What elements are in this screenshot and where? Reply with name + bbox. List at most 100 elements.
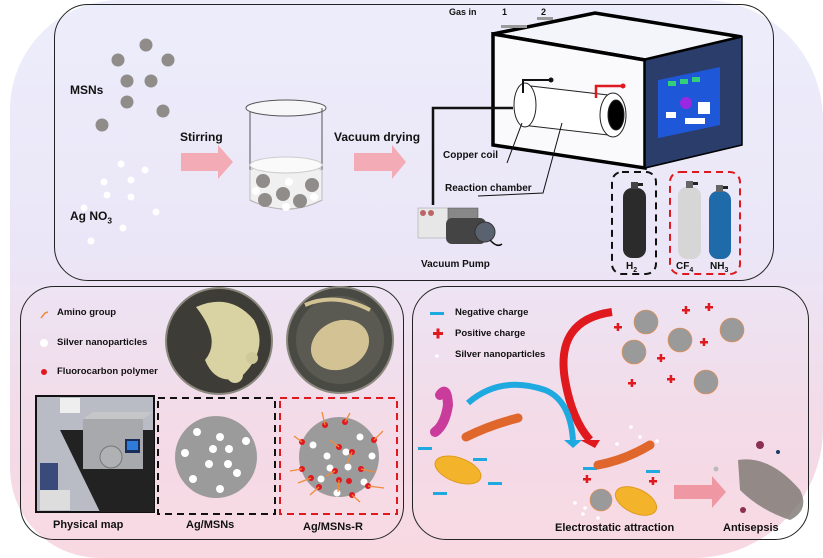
- synthesis-panel: [54, 4, 774, 281]
- nh3-formula: NH: [710, 261, 725, 272]
- stirring-label: Stirring: [180, 130, 223, 144]
- copper-coil-lead-red: [594, 84, 621, 98]
- agno3-particle: [100, 178, 108, 186]
- reaction-chamber-tube: [513, 82, 627, 138]
- copper-coil-label: Copper coil: [443, 150, 499, 161]
- bacteria-orange-icon: [461, 413, 523, 442]
- copper-coil-leader: [506, 122, 523, 164]
- vacuum-drying-label: Vacuum drying: [334, 130, 421, 144]
- negative-charge-icon: [430, 312, 444, 315]
- caption-ag-msns-r: Ag/MSNs-R: [303, 521, 363, 533]
- bacteria-yellow-icon: [434, 455, 482, 485]
- legend-amino-group: Amino group: [57, 307, 117, 318]
- agno3-particle: [80, 204, 88, 212]
- ag-msns-r-particle: [289, 411, 385, 503]
- gas-in-label: Gas in: [449, 7, 477, 17]
- stirring-arrow: [181, 145, 233, 179]
- beaker-particle: [293, 194, 307, 208]
- bacteria-yellow-target-icon: [614, 486, 658, 516]
- electrostatic-attraction-label: Electrostatic attraction: [555, 522, 675, 534]
- reaction-chamber-label: Reaction chamber: [445, 183, 532, 194]
- physical-map-photo: [35, 395, 155, 513]
- silver-nanoparticle-icon: [40, 339, 48, 347]
- beaker-particle: [305, 178, 319, 192]
- bacteria-orange-target-icon: [593, 440, 655, 470]
- h2-box: [611, 171, 657, 275]
- h2-sub: 2: [633, 267, 638, 274]
- legend-silver-nanoparticles: Silver nanoparticles: [57, 337, 148, 348]
- vacuum-line: [431, 106, 513, 205]
- msn-particle: [120, 74, 134, 88]
- h2-formula: H: [626, 261, 634, 272]
- agno3-particle: [119, 224, 127, 232]
- cf4-sub: 4: [689, 267, 694, 274]
- agno3-particle: [103, 191, 111, 199]
- mechanism-panel: [412, 286, 809, 540]
- agno3-particle: [117, 160, 125, 168]
- ag-msns-box: [157, 397, 276, 515]
- agno3-particle: [127, 193, 135, 201]
- msn-particle: [111, 53, 125, 67]
- caption-ag-msns: Ag/MSNs: [186, 519, 235, 531]
- beaker-particle: [276, 187, 290, 201]
- legend-fluorocarbon-polymer: Fluorocarbon polymer: [57, 366, 158, 377]
- screen-widgets: [666, 77, 710, 124]
- h2-cylinder-icon: [623, 182, 646, 258]
- vacuum-pump-label: Vacuum Pump: [421, 259, 490, 270]
- agno3-particle: [127, 176, 135, 184]
- caption-physical-map: Physical map: [53, 519, 124, 531]
- amino-group-icon: [40, 311, 49, 319]
- gas-inlet-2: [537, 17, 553, 20]
- fluorocarbon-icon: [41, 369, 47, 375]
- copper-coil-lead-black: [522, 79, 550, 93]
- gas-port-2: 2: [541, 7, 547, 17]
- positive-charge-icon: [433, 328, 443, 339]
- agno3-particle: [152, 208, 160, 216]
- bacteria-pink-icon: [430, 386, 454, 437]
- h2-label: H2: [626, 261, 637, 274]
- msn-particle: [156, 104, 170, 118]
- silver-nanoparticle-icon: [435, 354, 439, 358]
- silver-nanoparticles-scatter: [573, 425, 659, 520]
- antisepsis-arrow: [674, 476, 726, 508]
- antisepsis-label: Antisepsis: [723, 522, 779, 534]
- agno3-particle: [87, 237, 95, 245]
- cf4-label: CF4: [676, 261, 693, 274]
- cf4-nh3-box: [669, 171, 741, 275]
- gas-port-1: 1: [502, 7, 508, 17]
- negative-charges: [418, 447, 660, 495]
- legend-positive-charge: Positive charge: [455, 328, 526, 339]
- beaker-particle: [258, 193, 272, 207]
- msn-particle: [161, 53, 175, 67]
- ag-msns-particle: [175, 416, 257, 498]
- msn-particle: [95, 118, 109, 132]
- msn-particle: [144, 74, 158, 88]
- agno3-label: Ag NO3: [70, 209, 112, 225]
- vacuum-pump-icon: [417, 207, 503, 247]
- gas-inlet-1: [501, 25, 527, 28]
- ag-msns-r-box: [279, 397, 398, 515]
- msn-particle: [139, 38, 153, 52]
- msn-particle: [120, 95, 134, 109]
- blue-attraction-arrow: [466, 381, 576, 441]
- beaker-particle: [256, 174, 270, 188]
- vacuum-drying-arrow: [354, 145, 406, 179]
- positive-charges: [583, 303, 713, 485]
- cf4-formula: CF: [676, 261, 690, 272]
- ag-msns-r-nanoparticle: [589, 309, 745, 512]
- nh3-label: NH3: [710, 261, 728, 274]
- agno3-particle: [141, 166, 149, 174]
- destroyed-bacterium-icon: [713, 441, 804, 520]
- petri-dish-ag-msns: [165, 287, 273, 395]
- red-attraction-arrow: [559, 308, 613, 443]
- legend-negative-charge: Negative charge: [455, 307, 529, 318]
- agno3-text: Ag NO: [70, 209, 108, 223]
- legend-silver-nanoparticles: Silver nanoparticles: [455, 349, 546, 360]
- nh3-sub: 3: [724, 267, 729, 274]
- material-panel: [20, 286, 404, 540]
- cf4-cylinder-icon: [678, 181, 701, 259]
- nh3-cylinder-icon: [709, 185, 731, 259]
